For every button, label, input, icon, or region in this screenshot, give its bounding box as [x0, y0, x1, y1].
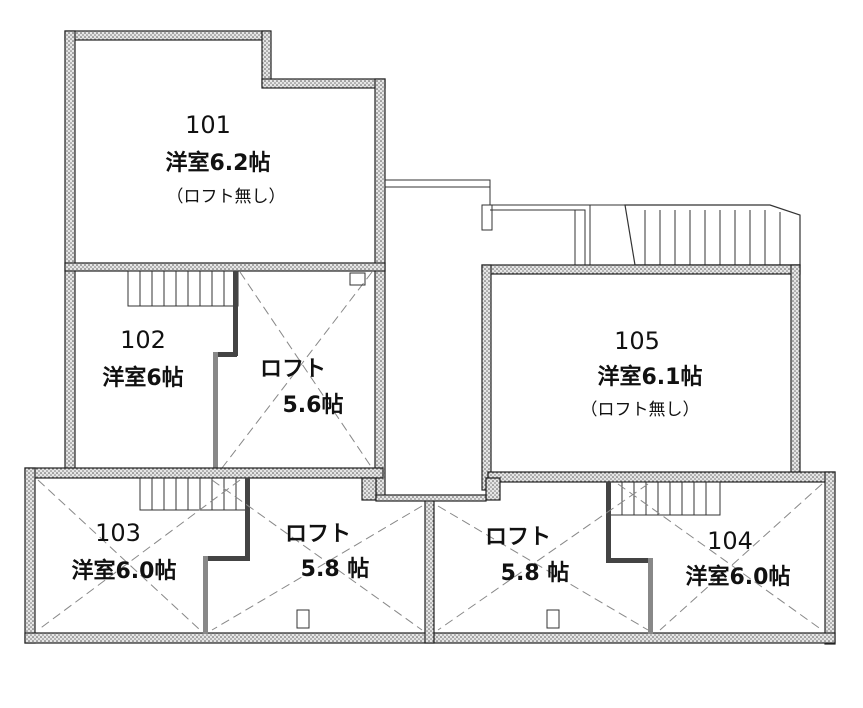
exterior-stair	[624, 204, 801, 266]
room-105-label: 105 洋室6.1帖 （ロフト無し）	[581, 327, 703, 420]
stair-103	[139, 477, 249, 511]
room-101-note: （ロフト無し）	[167, 187, 286, 207]
room-103-label: 103 洋室6.0帖	[72, 519, 177, 584]
room-103-number: 103	[95, 519, 141, 547]
room-102-loft	[127, 270, 373, 470]
lower-unit-walls	[24, 467, 836, 645]
room-103-loft	[37, 477, 423, 634]
loft-104-label-text: ロフト	[485, 525, 551, 550]
corridor-outline	[384, 179, 625, 266]
loft-104-label: ロフト 5.8 帖	[485, 525, 569, 586]
room-104-type: 洋室6.0帖	[686, 564, 791, 590]
room-102-type: 洋室6帖	[102, 365, 183, 391]
room-104-loft	[437, 481, 823, 634]
loft-103-label-text: ロフト	[285, 522, 351, 547]
loft-104-size: 5.8 帖	[501, 561, 570, 586]
loft-102-label-text: ロフト	[260, 357, 326, 382]
stair-104	[609, 481, 721, 516]
room-104-label: 104 洋室6.0帖	[686, 527, 791, 590]
room-101-number: 101	[185, 111, 231, 139]
loft-103-size: 5.8 帖	[301, 557, 370, 582]
room-101-type: 洋室6.2帖	[166, 150, 271, 176]
room-101-walls	[64, 30, 386, 500]
loft-103-label: ロフト 5.8 帖	[285, 522, 369, 582]
room-105-walls	[481, 264, 801, 491]
loft-102-label: ロフト 5.6帖	[260, 357, 344, 418]
room-103-type: 洋室6.0帖	[72, 558, 177, 584]
room-104-number: 104	[707, 527, 753, 555]
room-102-number: 102	[120, 326, 166, 354]
stair-102	[127, 270, 239, 307]
room-101-label: 101 洋室6.2帖 （ロフト無し）	[166, 111, 286, 207]
room-105-note: （ロフト無し）	[581, 400, 700, 420]
room-105-number: 105	[614, 327, 660, 355]
room-105-type: 洋室6.1帖	[598, 364, 703, 390]
loft-102-size: 5.6帖	[283, 393, 344, 418]
room-102-label: 102 洋室6帖	[102, 326, 183, 391]
